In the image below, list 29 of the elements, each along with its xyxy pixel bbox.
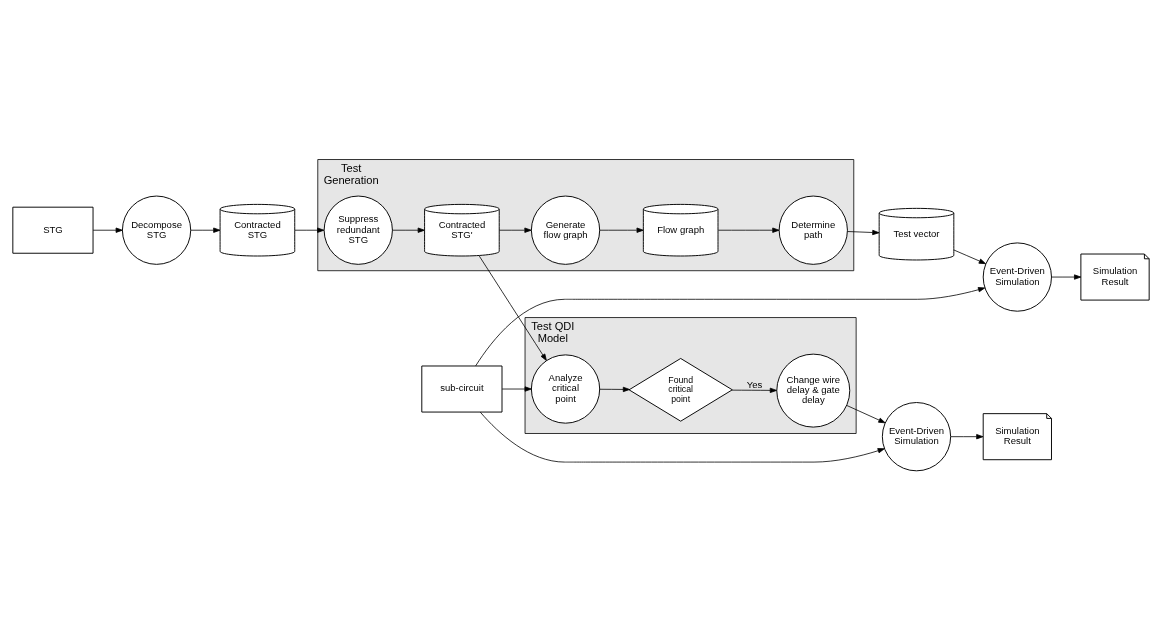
arrow [599,227,644,233]
node-circle: Decompose STG [121,195,192,265]
arrow [478,255,547,361]
arrow [847,229,880,235]
edge-label: Yes [746,378,763,390]
arrow [92,227,123,233]
node-circle: Generate flow graph [530,195,601,265]
arrow [950,433,984,439]
arrow [599,386,630,392]
arrow [1051,273,1082,280]
node-box: sub-circuit [421,365,503,413]
arrow [717,227,780,233]
node-circle: Event-Driven Simulation [881,401,952,471]
arrow [392,227,425,233]
arrow [479,411,885,462]
node-circle: Determine path [778,195,848,265]
arrow [498,227,532,233]
arrow [953,249,986,264]
arrow [731,387,777,393]
arrow [190,227,221,233]
node-box: STG [12,206,94,254]
arrow [475,286,986,366]
arrow [501,385,532,392]
node-circle: Suppress redundant STG [323,195,393,265]
arrow [294,227,325,233]
arrow [846,404,886,423]
node-circle: Event-Driven Simulation [982,241,1052,312]
node-circle: Change wire delay & gate delay [776,353,851,428]
node-diamond: Found critical point [628,357,733,422]
